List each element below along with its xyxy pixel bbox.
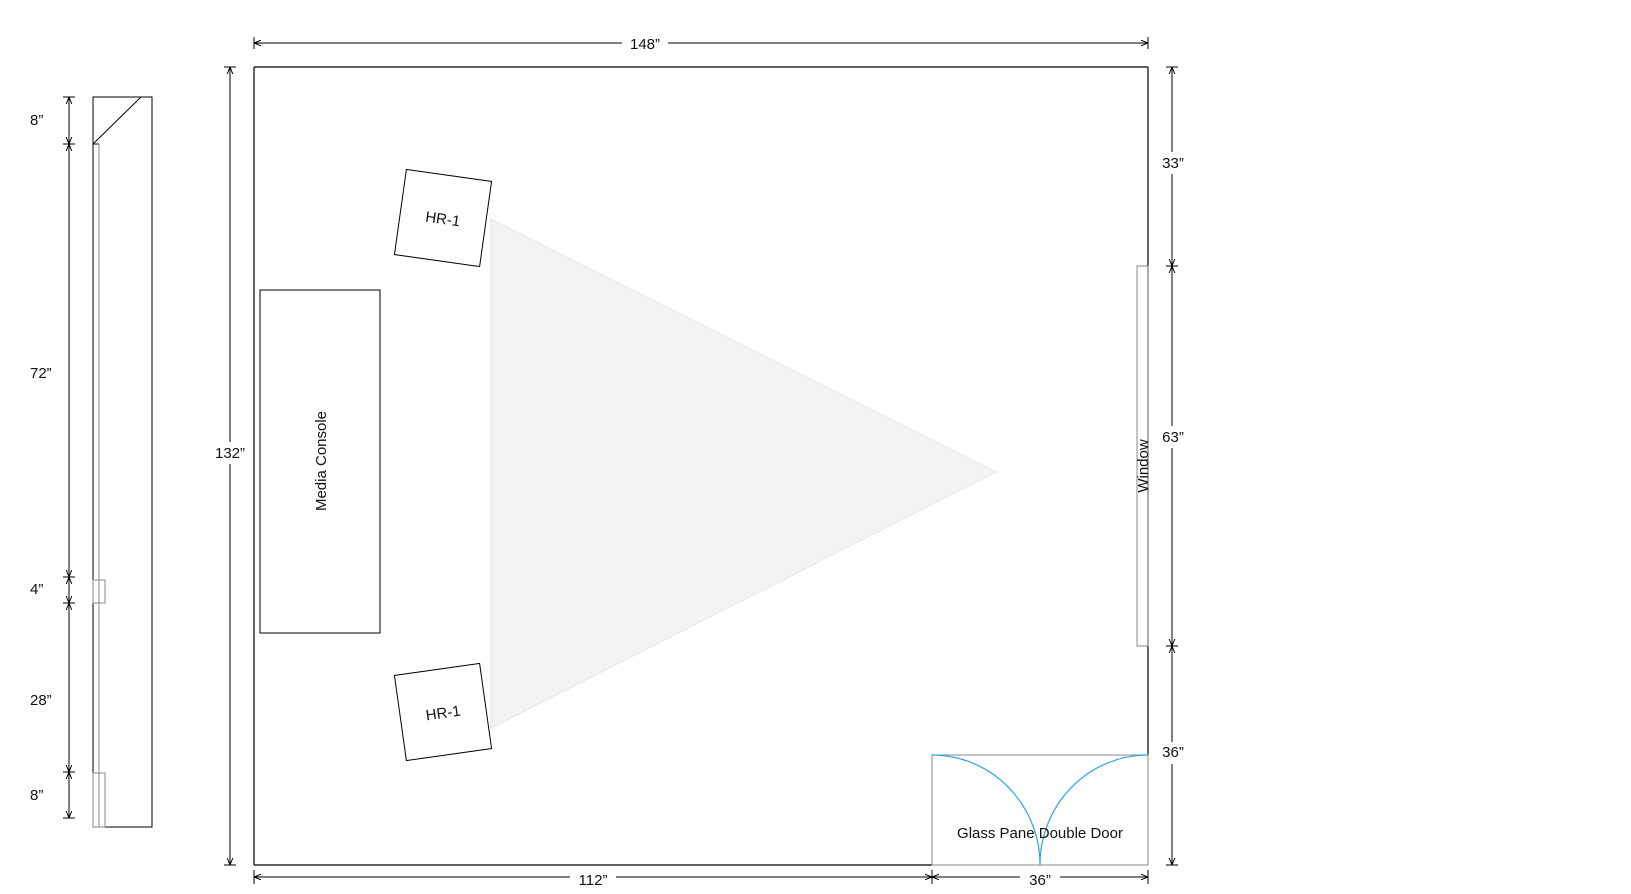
dimension-bottom-wall-label: 112” xyxy=(579,872,608,889)
dimension-right-bottom-label: 36” xyxy=(1162,744,1184,761)
media-console-label: Media Console xyxy=(313,411,330,511)
speaker-bottom-label: HR-1 xyxy=(425,703,462,725)
listening-triangle xyxy=(490,218,998,729)
dimension-right-top-label: 33” xyxy=(1162,155,1184,172)
plan-view: Window Media Console HR-1 HR-1 Glass Pan… xyxy=(210,33,1191,889)
window-label: Window xyxy=(1135,439,1152,493)
elevation-outlet xyxy=(92,579,106,604)
speaker-top-label: HR-1 xyxy=(424,209,461,231)
elevation-label-top: 8” xyxy=(30,112,43,129)
dimension-room-width: 148” xyxy=(253,33,1149,53)
elevation-label-lower: 28” xyxy=(30,692,52,709)
dimension-room-height-label: 132” xyxy=(215,445,245,462)
door-swing-right xyxy=(1039,754,1149,866)
speaker-bottom: HR-1 xyxy=(393,662,493,762)
dimension-right: 33” 63” 36” xyxy=(1155,66,1191,866)
dimension-room-height: 132” xyxy=(210,66,250,866)
elevation-outline xyxy=(92,96,153,828)
door-label: Glass Pane Double Door xyxy=(957,825,1123,842)
media-console xyxy=(259,289,381,634)
speaker-top: HR-1 xyxy=(393,168,493,268)
dimension-right-window-label: 63” xyxy=(1162,429,1184,446)
elevation-baseboard xyxy=(92,772,106,828)
window xyxy=(1136,265,1149,647)
door-swing-left xyxy=(931,754,1041,866)
elevation-label-upper: 72” xyxy=(30,365,52,382)
glass-pane-double-door: Glass Pane Double Door xyxy=(931,754,1149,866)
elevation-dimension-chain xyxy=(63,96,75,819)
elevation-label-outlet: 4” xyxy=(30,581,43,598)
dimension-door-width-label: 36” xyxy=(1029,872,1051,889)
dimension-room-width-label: 148” xyxy=(630,36,660,53)
elevation-label-bottom: 8” xyxy=(30,787,43,804)
elevation-view: 8” 72” 4” 28” 8” xyxy=(26,96,153,828)
dimension-bottom: 112” 36” xyxy=(253,869,1149,889)
